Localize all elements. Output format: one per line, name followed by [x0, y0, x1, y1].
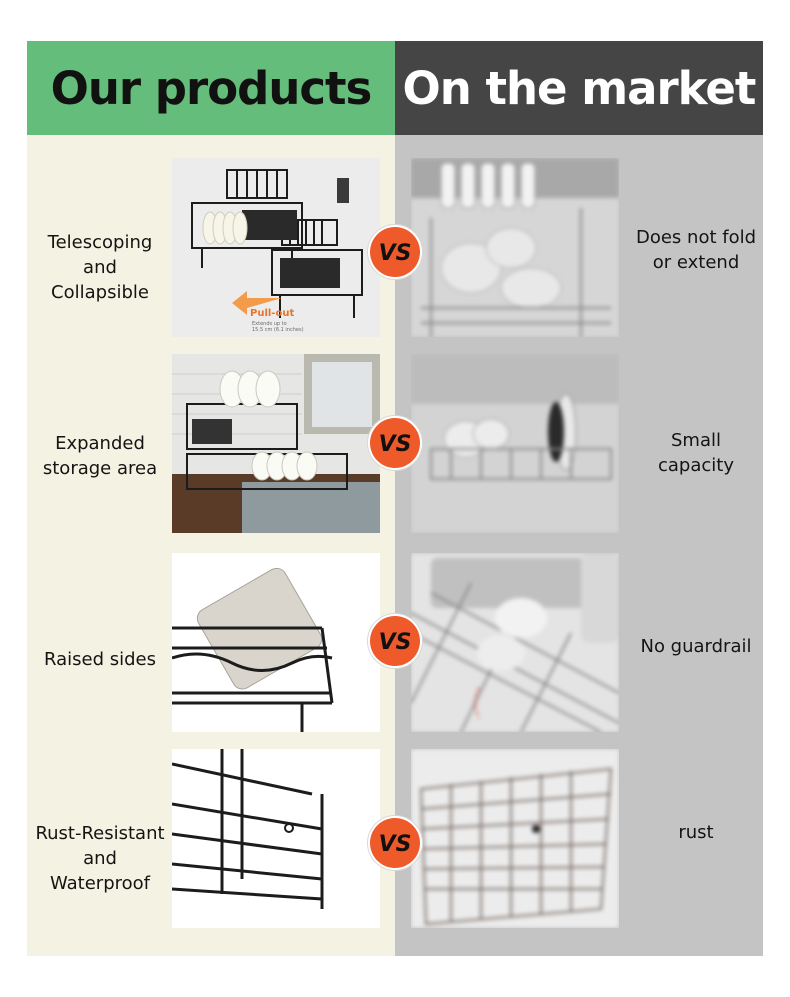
vs-badge-icon: VS	[370, 818, 420, 868]
vs-badge-icon: VS	[370, 227, 420, 277]
header-our-products: Our products	[27, 41, 395, 135]
svg-text:VS: VS	[379, 832, 412, 857]
market-feature-small-capacity: Small capacity	[658, 429, 734, 476]
market-photo-no-guardrail	[411, 553, 619, 732]
our-feature-telescoping: Telescoping and Collapsible	[47, 231, 153, 303]
our-product-photo-rust-resistant	[172, 749, 380, 928]
our-feature-rust-resistant: Rust-Resistant and Waterproof	[35, 822, 165, 894]
our-product-photo-kitchen-rack	[172, 354, 380, 533]
our-feature-raised-sides: Raised sides	[44, 648, 156, 670]
svg-text:VS: VS	[379, 432, 412, 457]
svg-text:VS: VS	[379, 241, 412, 266]
market-photo-rusty-rack	[411, 749, 619, 928]
vs-badge-icon: VS	[370, 616, 420, 666]
market-photo-fixed-rack	[411, 158, 619, 337]
pull-out-distance-text: 15.5 cm (6.1 inches)	[252, 327, 304, 333]
market-feature-fixed: Does not fold or extend	[635, 227, 757, 273]
our-product-photo-collapsible-rack: Pull-out Extends up to 15.5 cm (6.1 inch…	[172, 158, 380, 337]
market-photo-small-rack	[411, 354, 619, 533]
our-product-photo-raised-sides	[172, 553, 380, 732]
our-feature-expanded-storage: Expanded storage area	[42, 432, 158, 479]
vs-badge-icon: VS	[370, 418, 420, 468]
pull-out-extends-text: Extends up to	[252, 321, 287, 327]
market-feature-no-guardrail: No guardrail	[640, 635, 752, 657]
pull-out-caption: Pull-out	[250, 308, 294, 319]
header-on-the-market: On the market	[395, 41, 763, 135]
svg-text:VS: VS	[379, 630, 412, 655]
market-feature-rust: rust	[678, 821, 714, 843]
